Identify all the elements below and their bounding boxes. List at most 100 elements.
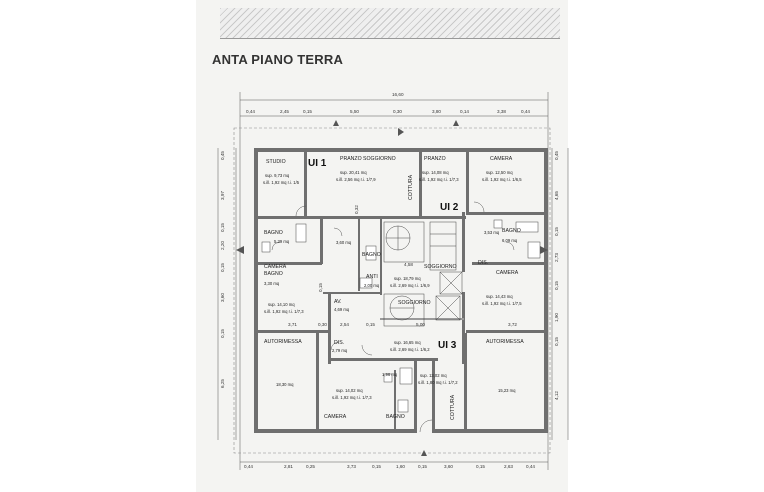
camera-tr-area: sup. 12,50 mq (486, 170, 513, 175)
soggiorno1-label: SOGGIORNO (424, 264, 457, 270)
camera-mr-detail: s.ill. 1,92 mq r.i. 1/7,5 (482, 301, 522, 306)
camera-bl-detail: s.ill. 1,92 mq r.i. 1/7,3 (332, 395, 372, 400)
dim-left-6: 3,60 (220, 293, 225, 302)
site-boundary (233, 127, 551, 454)
camera-bl-label: CAMERA (324, 414, 347, 420)
studio-detail: s.ill. 1,92 mq r.i. 1/5 (263, 180, 300, 185)
soggiorno1-detail: s.ill. 2,69 mq r.i. 1/6,9 (390, 283, 430, 288)
dim-top-5: 0,30 (393, 109, 402, 114)
bagno-c-label: BAGNO (362, 252, 381, 258)
camera-ml-label-vis: CAMERA (264, 264, 287, 270)
unit-ui1: UI 1 (308, 158, 327, 169)
dim-top-4: 5,50 (350, 109, 359, 114)
unit-ui3: UI 3 (438, 340, 457, 351)
section-markers (236, 120, 548, 456)
dim-left-5: 0,15 (220, 263, 225, 272)
inner-dimensions: 3,71 0,30 2,54 0,15 5,00 3,72 4,58 0,32 … (288, 205, 517, 327)
bagno-l-area: 5,39 mq (274, 239, 290, 244)
bagno-s-label: BAGNO (264, 271, 283, 277)
bagno-s-area: 3,30 mq (264, 281, 280, 286)
dim-inner-5: 5,00 (416, 322, 425, 327)
dim-right-7: 0,15 (554, 337, 559, 346)
fixtures (261, 219, 541, 413)
camera-tr-detail: s.ill. 1,92 mq r.i. 1/6,5 (482, 177, 522, 182)
dim-bot-10: 2,63 (504, 464, 513, 469)
soggiorno2-detail: s.ill. 2,69 mq r.i. 1/6,2 (390, 347, 430, 352)
soggiorno2-label: SOGGIORNO (398, 300, 431, 306)
dimension-labels: 16,60 0,44 2,45 0,15 5,50 0,30 3,80 0,14… (220, 92, 559, 469)
pranzo-soggiorno-detail: s.ill. 2,56 mq r.i. 1/7,9 (336, 177, 376, 182)
dim-inner-2: 0,30 (318, 322, 327, 327)
dim-bot-4: 3,73 (347, 464, 356, 469)
anti-label: ANTI (366, 274, 378, 280)
pranzo-soggiorno-area: sup. 20,41 mq (340, 170, 367, 175)
interior-walls (258, 152, 544, 433)
dim-bot-3: 0,25 (306, 464, 315, 469)
dim-bot-7: 0,15 (418, 464, 427, 469)
pranzo-area: sup. 14,08 mq (422, 170, 449, 175)
door-swings (271, 201, 515, 433)
dim-top-7: 0,14 (460, 109, 469, 114)
dim-inner-3: 2,54 (340, 322, 349, 327)
bagno-r-area: 6,09 mq (502, 238, 518, 243)
cucina-b-detail: s.ill. 1,80 mq r.i. 1/7,2 (418, 380, 458, 385)
dim-bot-9: 0,15 (476, 464, 485, 469)
bagno-r-label: BAGNO (502, 228, 521, 234)
dim-bot-8: 3,60 (444, 464, 453, 469)
sheet-title: ANTA PIANO TERRA (212, 52, 344, 67)
dim-right-6: 1,90 (554, 313, 559, 322)
anti-area: 2,00 mq (364, 283, 380, 288)
autorimessa-l-label: AUTORIMESSA (264, 339, 302, 345)
pranzo-soggiorno-label: PRANZO SOGGIORNO (340, 156, 396, 162)
unit-labels: UI 1 UI 2 UI 3 (308, 158, 459, 351)
camera-ml-detail: s.ill. 1,92 mq r.i. 1/7,3 (264, 309, 304, 314)
dim-inner-8: 0,32 (354, 205, 359, 214)
bagno-b-label: BAGNO (386, 414, 405, 420)
studio-area: sup. 9,73 mq (265, 173, 290, 178)
pranzo-detail: s.ill. 1,92 mq r.i. 1/7,3 (419, 177, 459, 182)
small-b-area: 1,96 mq (382, 372, 398, 377)
camera-mr-label: CAMERA (496, 270, 519, 276)
camera-bl-area: sup. 14,02 mq (336, 388, 363, 393)
camera-tr-label: CAMERA (490, 156, 513, 162)
dim-bot-6: 1,60 (396, 464, 405, 469)
dim-top-1: 0,44 (246, 109, 255, 114)
dim-inner-1: 3,71 (288, 322, 297, 327)
staircases (383, 221, 463, 327)
dis-r-label: DIS. (478, 260, 488, 266)
camera-mr-area: sup. 14,43 mq (486, 294, 513, 299)
dim-inner-6: 3,72 (508, 322, 517, 327)
autorimessa-r-area: 15,23 mq (498, 388, 516, 393)
dim-bot-5: 0,15 (372, 464, 381, 469)
dis-l-label: DIS. (334, 340, 344, 346)
dim-right-3: 0,15 (554, 227, 559, 236)
dim-right-4: 2,73 (554, 253, 559, 262)
cottura1-label: COTTURA (408, 174, 414, 200)
autorimessa-l-area: 18,30 mq (276, 382, 294, 387)
studio-label: STUDIO (266, 159, 286, 165)
dis-l-area: 2,79 mq (332, 348, 348, 353)
room-labels: STUDIO sup. 9,73 mq s.ill. 1,92 mq r.i. … (263, 156, 524, 420)
cucina-b-area: sup. 13,02 mq (420, 373, 447, 378)
dim-left-1: 0,45 (220, 151, 225, 160)
dim-inner-9: 0,15 (318, 283, 323, 292)
dim-left-2: 3,97 (220, 191, 225, 200)
dim-right-5: 0,15 (554, 281, 559, 290)
central-a-area: 3,60 mq (336, 240, 352, 245)
autorimessa-r-label: AUTORIMESSA (486, 339, 524, 345)
dim-bot-1: 0,44 (244, 464, 253, 469)
av-label: AV. (334, 299, 342, 305)
soggiorno2-area: sup. 16,65 mq (394, 340, 421, 345)
dim-left-7: 0,15 (220, 329, 225, 338)
dim-bot-11: 0,44 (526, 464, 535, 469)
dim-top-9: 0,44 (521, 109, 530, 114)
dim-overall: 16,60 (392, 92, 404, 97)
soggiorno1-area: sup. 18,79 mq (394, 276, 421, 281)
unit-ui2: UI 2 (440, 202, 459, 213)
dim-top-6: 3,80 (432, 109, 441, 114)
dim-inner-7: 4,58 (404, 262, 413, 267)
dim-inner-4: 0,15 (366, 322, 375, 327)
dim-right-1: 0,45 (554, 151, 559, 160)
dim-top-8: 3,38 (497, 109, 506, 114)
